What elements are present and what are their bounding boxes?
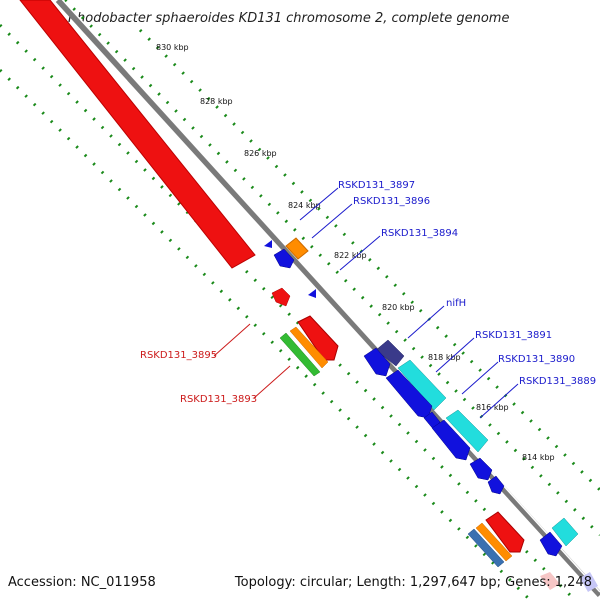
gene-label-rskd131-3893[interactable]: RSKD131_3893	[180, 394, 257, 405]
pink-feature-faint[interactable]	[540, 572, 560, 590]
orange-feature-3896[interactable]	[285, 237, 309, 260]
lavender-feature-faint[interactable]	[580, 572, 598, 592]
tick-label-828: 828 kbp	[200, 97, 233, 106]
large-red-feature[interactable]	[19, 0, 256, 269]
red-feature-small[interactable]	[271, 287, 291, 307]
accession-text: Accession: NC_011958	[8, 575, 156, 590]
tick-label-814: 814 kbp	[522, 453, 555, 462]
gene-label-rskd131-3889[interactable]: RSKD131_3889	[519, 376, 596, 387]
tick-track-inner-right	[63, 0, 600, 537]
tiny-blue-arrow-right[interactable]	[308, 289, 316, 298]
steel-feature-bottom[interactable]	[467, 528, 505, 568]
red-feature-bottom[interactable]	[485, 511, 525, 553]
gene-label-rskd131-3891[interactable]: RSKD131_3891	[475, 330, 552, 341]
tick-label-822: 822 kbp	[334, 251, 367, 260]
blue-feature-bottom[interactable]	[539, 531, 563, 557]
backbone-line	[55, 0, 600, 598]
blue-feature-a[interactable]	[363, 347, 391, 377]
backbone-highlight	[61, 0, 600, 593]
blue-feature-d[interactable]	[431, 419, 471, 461]
orange-feature-reverse[interactable]	[289, 326, 329, 369]
tick-label-830: 830 kbp	[156, 43, 189, 52]
red-leader-lines	[213, 323, 291, 399]
topology-text: Topology: circular; Length: 1,297,647 bp…	[234, 575, 592, 590]
green-feature-3893[interactable]	[279, 332, 321, 377]
gene-label-rskd131-3895[interactable]: RSKD131_3895	[140, 350, 217, 361]
navy-feature[interactable]	[375, 339, 405, 367]
tick-track-outer-left	[0, 68, 532, 600]
cyan-feature-3890[interactable]	[445, 409, 489, 453]
backbone	[55, 0, 600, 598]
tick-label-818: 818 kbp	[428, 353, 461, 362]
blue-feature-f[interactable]	[487, 475, 505, 495]
tick-label-826: 826 kbp	[244, 149, 277, 158]
gene-label-rskd131-3894[interactable]: RSKD131_3894	[381, 228, 458, 239]
blue-feature-b[interactable]	[385, 369, 433, 419]
gene-label-rskd131-3896[interactable]: RSKD131_3896	[353, 196, 430, 207]
tick-track-outer-right	[138, 28, 600, 492]
tick-label-820: 820 kbp	[382, 303, 415, 312]
gene-label-rskd131-3890[interactable]: RSKD131_3890	[498, 354, 575, 365]
blue-feature-e[interactable]	[469, 457, 493, 481]
map-title: Rhodobacter sphaeroides KD131 chromosome…	[68, 11, 509, 26]
gene-label-nifh[interactable]: nifH	[446, 298, 466, 309]
cyan-feature-bottom[interactable]	[551, 517, 579, 547]
blue-feature-3894[interactable]	[273, 248, 295, 269]
tick-label-824: 824 kbp	[288, 201, 321, 210]
orange-feature-bottom[interactable]	[475, 522, 513, 562]
gene-label-rskd131-3897[interactable]: RSKD131_3897	[338, 180, 415, 191]
tick-track-inner-left	[0, 23, 578, 600]
tiny-blue-arrow-left[interactable]	[264, 240, 272, 248]
blue-leader-lines	[299, 187, 519, 419]
